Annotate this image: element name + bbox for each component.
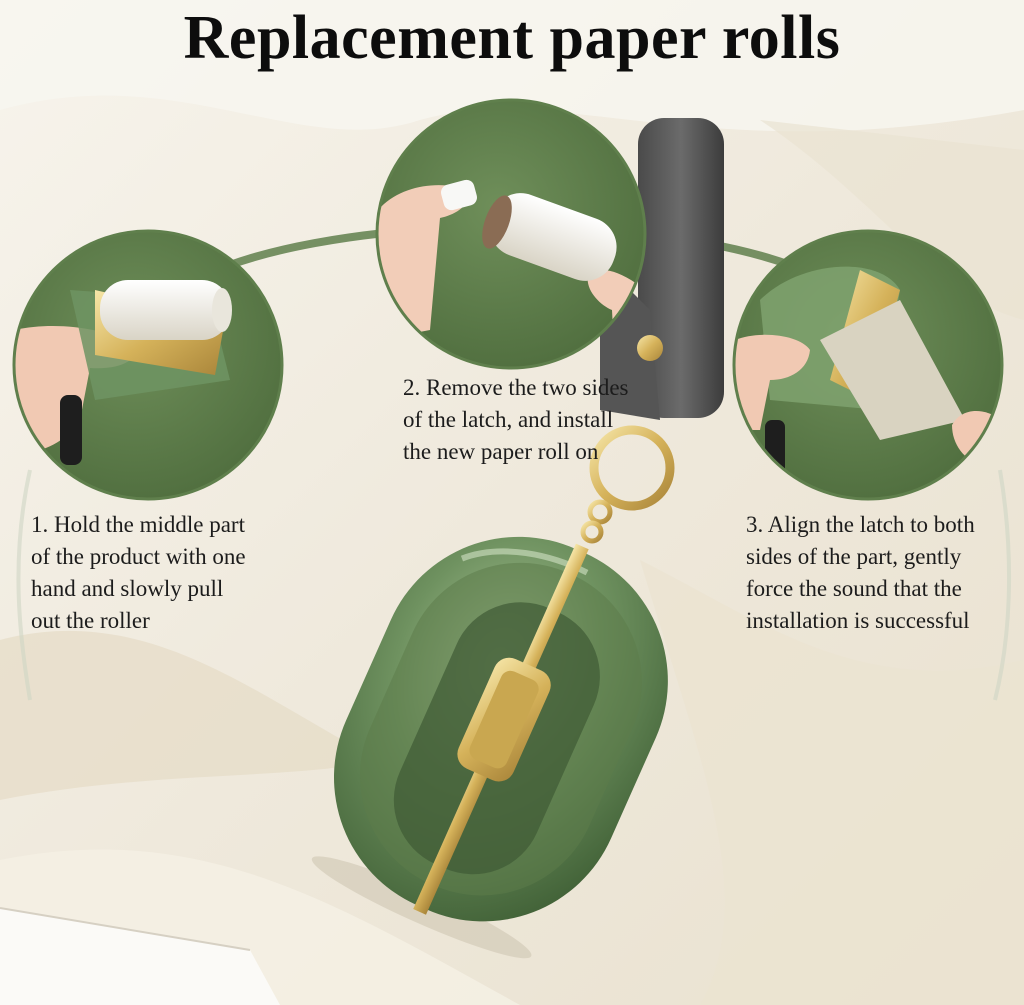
step-1-line: 1. Hold the middle part [31,512,245,537]
paper-roll-icon [482,193,617,281]
step-3-line: force the sound that the [746,576,962,601]
step-2-line: the new paper roll on [403,439,599,464]
lint-roller-icon [311,536,668,959]
step-3-line: 3. Align the latch to both [746,512,975,537]
step-3-line: sides of the part, gently [746,544,962,569]
page-title: Replacement paper rolls [183,4,841,72]
step-2-caption: 2. Remove the two sides of the latch, an… [403,372,629,468]
step-3-caption: 3. Align the latch to both sides of the … [746,509,975,637]
step-1-caption: 1. Hold the middle part of the product w… [31,509,246,637]
paper-roll-icon [100,280,232,340]
step-1-line: of the product with one [31,544,246,569]
step-1-line: hand and slowly pull [31,576,224,601]
key-ring-icon [580,425,675,544]
step-1-line: out the roller [31,608,150,633]
step-3-line: installation is successful [746,608,970,633]
step-2-line: of the latch, and install [403,407,614,432]
step-2-line: 2. Remove the two sides [403,375,629,400]
